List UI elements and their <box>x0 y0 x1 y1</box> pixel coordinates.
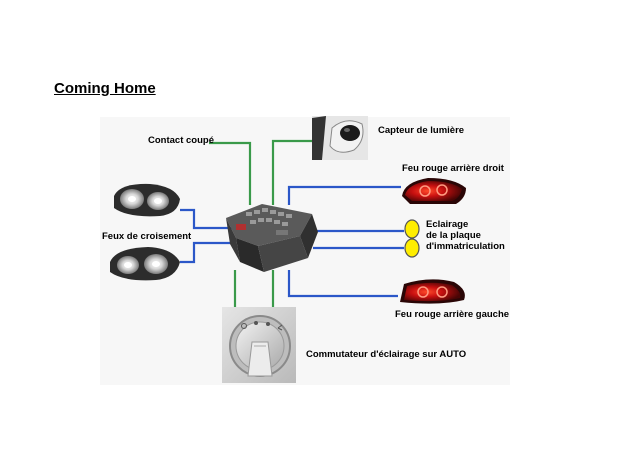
page-title: Coming Home <box>54 80 156 97</box>
green-wires <box>209 139 313 307</box>
wire-feux-haut <box>180 208 232 230</box>
wire-feux-bas <box>180 241 232 264</box>
label-eclairage-1: Eclairage <box>426 219 469 230</box>
label-feu-rouge-gauche: Feu rouge arrière gauche <box>395 309 510 320</box>
blue-wires <box>180 185 404 298</box>
light-switch <box>222 307 296 383</box>
label-feu-rouge-droit: Feu rouge arrière droit <box>402 163 504 174</box>
tail-light-right <box>402 178 466 204</box>
label-capteur-lumiere: Capteur de lumière <box>378 125 465 136</box>
label-commutateur: Commutateur d'éclairage sur AUTO <box>306 349 467 360</box>
plate-lamps <box>404 219 420 258</box>
label-feux-croisement: Feux de croisement <box>102 231 192 242</box>
headlight-bottom <box>110 247 180 281</box>
light-sensor <box>312 116 368 160</box>
headlight-top <box>114 183 180 217</box>
control-unit <box>226 204 318 272</box>
tail-light-left <box>400 279 465 304</box>
wire-feu-gauche <box>287 270 398 298</box>
label-contact-coupe: Contact coupé <box>148 135 214 146</box>
wire-capteur <box>271 139 313 205</box>
wire-contact <box>209 141 252 205</box>
plate-lamp-bottom <box>404 238 420 258</box>
label-eclairage-3: d'immatriculation <box>426 241 505 252</box>
plate-lamp-top <box>404 219 420 239</box>
label-eclairage-2: de la plaque <box>426 230 481 241</box>
wire-feu-droit <box>287 185 401 205</box>
